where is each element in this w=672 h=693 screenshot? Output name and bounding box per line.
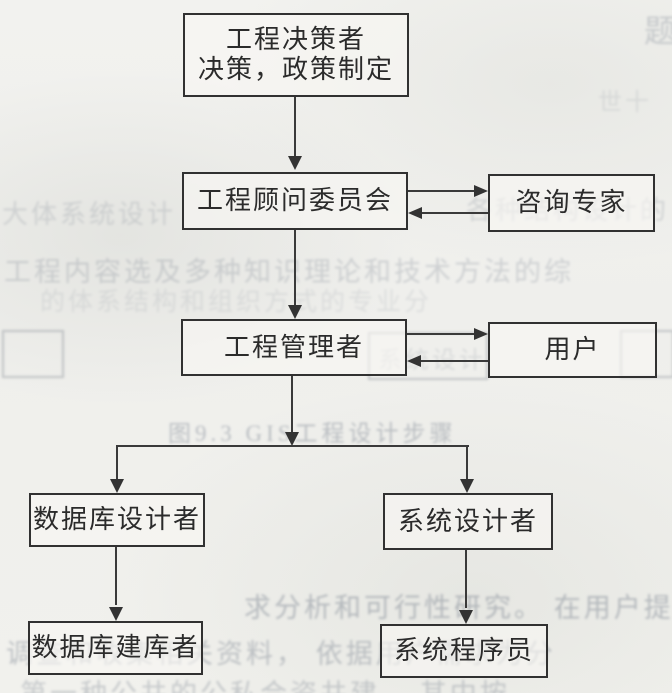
edge-branch-to-db-designer-arrowhead-icon: [110, 479, 124, 493]
edge-manager-to-branch-line: [291, 376, 293, 433]
edge-advisory-to-manager-line: [294, 230, 296, 306]
node-project-manager: 工程管理者: [181, 319, 407, 376]
edge-advisory-to-experts-line: [408, 190, 475, 192]
bleed-through-text: 的体系结构和组织方式的专业分: [40, 289, 433, 316]
node-consulting-experts: 咨询专家: [488, 174, 655, 232]
edge-decision-to-advisory-arrowhead-icon: [288, 156, 302, 170]
edge-manager-to-users-line: [407, 333, 474, 335]
edge-db-designer-to-db-builder-line: [115, 547, 117, 605]
node-decision-maker-line2: 决策，政策制定: [197, 55, 394, 84]
edge-decision-to-advisory-line: [294, 97, 296, 157]
edge-advisory-to-manager-arrowhead-icon: [288, 305, 302, 319]
edge-manager-to-branch-arrowhead-icon: [285, 432, 299, 446]
bleed-through-text: 大体系统设计: [2, 200, 177, 229]
node-users: 用户: [488, 322, 657, 378]
bleed-through-text: 第一种公共的公私合资共建， 其中按: [20, 672, 510, 693]
node-system-programmer-label: 系统程序员: [393, 636, 534, 665]
node-project-manager-label: 工程管理者: [223, 332, 364, 362]
node-decision-maker-line1: 工程决策者: [225, 25, 366, 54]
edge-sys-designer-to-programmer-arrowhead-icon: [459, 610, 473, 624]
branch-junction-line: [116, 445, 469, 447]
edge-branch-to-sys-designer-arrowhead-icon: [460, 479, 474, 493]
edge-sys-designer-to-programmer-line: [465, 550, 467, 608]
node-database-designer-label: 数据库设计者: [32, 505, 201, 534]
node-decision-maker: 工程决策者 决策，政策制定: [183, 13, 409, 97]
node-consulting-experts-label: 咨询专家: [515, 188, 628, 217]
node-database-builder-label: 数据库建库者: [31, 633, 200, 662]
node-advisory-committee-label: 工程顾问委员会: [196, 186, 393, 215]
node-system-designer: 系统设计者: [383, 493, 553, 550]
node-advisory-committee: 工程顾问委员会: [182, 172, 408, 230]
node-system-designer-label: 系统设计者: [397, 506, 538, 536]
edge-users-to-manager-arrowhead-icon: [407, 355, 421, 367]
bleed-through-figure-caption: 图9.3 GIS工程设计步骤: [168, 421, 457, 446]
edge-experts-to-advisory-arrowhead-icon: [408, 207, 422, 219]
node-database-designer: 数据库设计者: [29, 493, 205, 547]
edge-branch-to-db-designer-line: [116, 445, 118, 480]
edge-experts-to-advisory-line: [422, 212, 488, 214]
node-database-builder: 数据库建库者: [28, 621, 203, 675]
edge-branch-to-sys-designer-line: [466, 445, 468, 480]
edge-manager-to-users-arrowhead-icon: [474, 328, 488, 340]
edge-advisory-to-experts-arrowhead-icon: [474, 185, 488, 197]
bleed-through-text: 题: [644, 13, 672, 49]
node-users-label: 用户: [544, 335, 601, 364]
bleed-through-box: [2, 330, 64, 378]
bleed-through-text: 世十: [598, 90, 652, 116]
node-system-programmer: 系统程序员: [380, 624, 548, 678]
bleed-through-text: 工程内容选及多种知识理论和技术方法的综: [4, 257, 574, 287]
edge-users-to-manager-line: [421, 360, 488, 362]
bleed-through-text: 求分析和可行性研究。 在用户提供: [244, 593, 672, 623]
edge-db-designer-to-db-builder-arrowhead-icon: [109, 607, 123, 621]
